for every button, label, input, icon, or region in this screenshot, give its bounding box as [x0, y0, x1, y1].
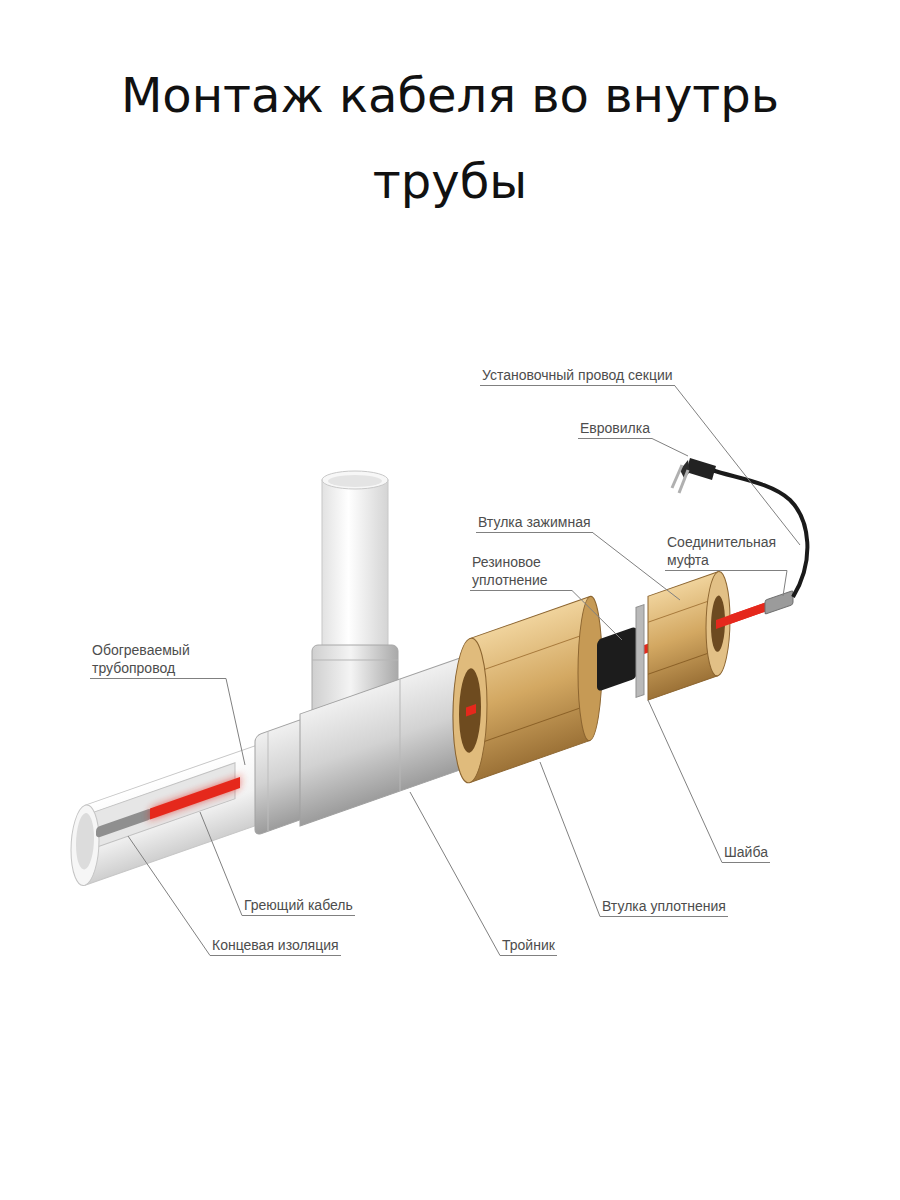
part-label: Евровилка — [578, 419, 652, 439]
leader-line — [572, 591, 622, 641]
leader-line — [410, 792, 500, 956]
leader-line — [783, 571, 787, 597]
part-label: Концевая изоляция — [210, 936, 341, 956]
leader-line — [675, 386, 800, 546]
part-label: Соединительная муфта — [665, 533, 787, 571]
leader-line — [540, 762, 600, 917]
diagram-title: Монтаж кабеля во внутрь трубы — [60, 52, 840, 224]
leader-line — [652, 439, 688, 457]
leader-line — [593, 533, 680, 601]
part-label: Тройник — [500, 936, 557, 956]
part-label: Греющий кабель — [242, 896, 355, 916]
part-label: Втулка уплотнения — [600, 897, 728, 917]
part-label: Шайба — [722, 843, 770, 863]
leader-line — [648, 700, 722, 863]
part-label: Обогреваемый трубопровод — [90, 641, 226, 679]
part-label: Втулка зажимная — [476, 513, 593, 533]
part-label: Резиновое уплотнение — [470, 553, 572, 591]
leader-line — [226, 679, 245, 766]
leader-line — [128, 836, 210, 956]
part-label: Установочный провод секции — [480, 366, 675, 386]
leader-line — [200, 812, 242, 916]
